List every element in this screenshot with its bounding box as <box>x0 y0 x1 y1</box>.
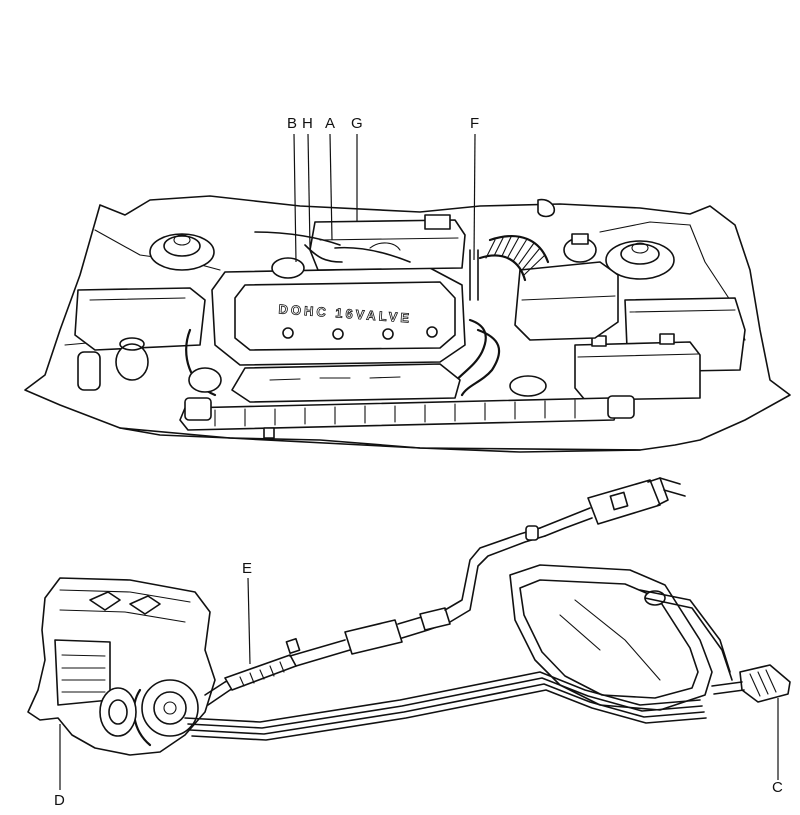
fuel-filter <box>739 664 791 703</box>
fuel-tank <box>509 564 713 711</box>
callout-a: A <box>325 115 336 132</box>
front-muffler <box>224 654 297 691</box>
callout-d: D <box>54 792 65 809</box>
leader-lines <box>59 133 779 790</box>
callout-e: E <box>242 560 253 577</box>
exhaust-system <box>27 477 791 756</box>
catalytic-converter <box>344 619 403 655</box>
air-cleaner <box>514 261 619 341</box>
cylinder-head-cover <box>211 267 466 366</box>
body-outline <box>24 195 791 453</box>
engine-bay: DOHC 16VALVE <box>24 195 791 453</box>
battery <box>574 341 701 401</box>
callout-h: H <box>302 115 313 132</box>
callout-c: C <box>772 779 783 796</box>
callout-f: F <box>470 115 480 132</box>
callout-b: B <box>287 115 298 132</box>
callout-g: G <box>351 115 363 132</box>
radiator <box>179 397 619 431</box>
